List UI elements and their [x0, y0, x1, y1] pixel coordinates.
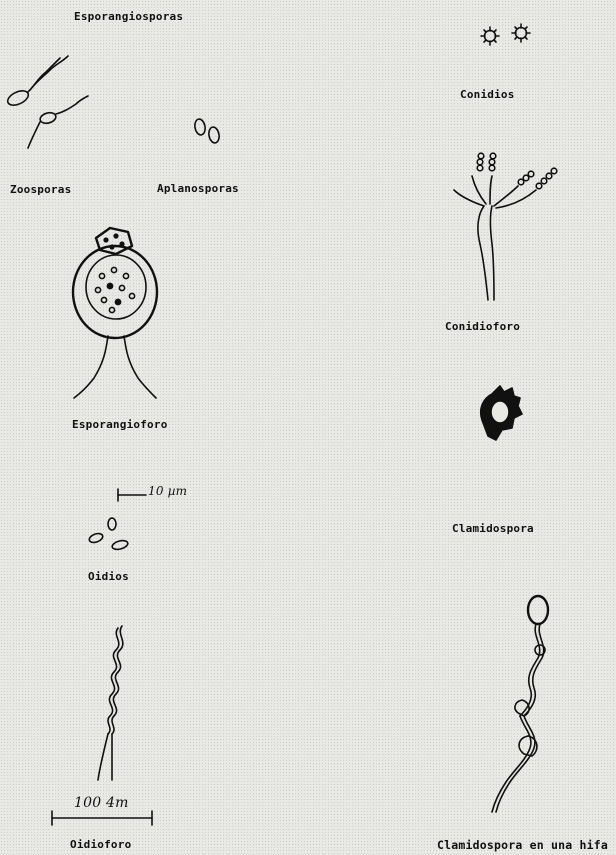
oidia-icon	[88, 518, 129, 551]
zoospore-icon	[5, 56, 88, 148]
chlamydospore-hypha-icon	[492, 596, 548, 812]
scale-bar-small	[118, 489, 146, 501]
oidiophore-icon	[52, 626, 152, 825]
chlamydospore-icon	[481, 386, 522, 440]
conidia-icon	[481, 24, 530, 45]
conidiophore-icon	[454, 153, 557, 300]
sporangiophore-icon	[73, 228, 157, 398]
aplanospore-icon	[194, 118, 221, 143]
